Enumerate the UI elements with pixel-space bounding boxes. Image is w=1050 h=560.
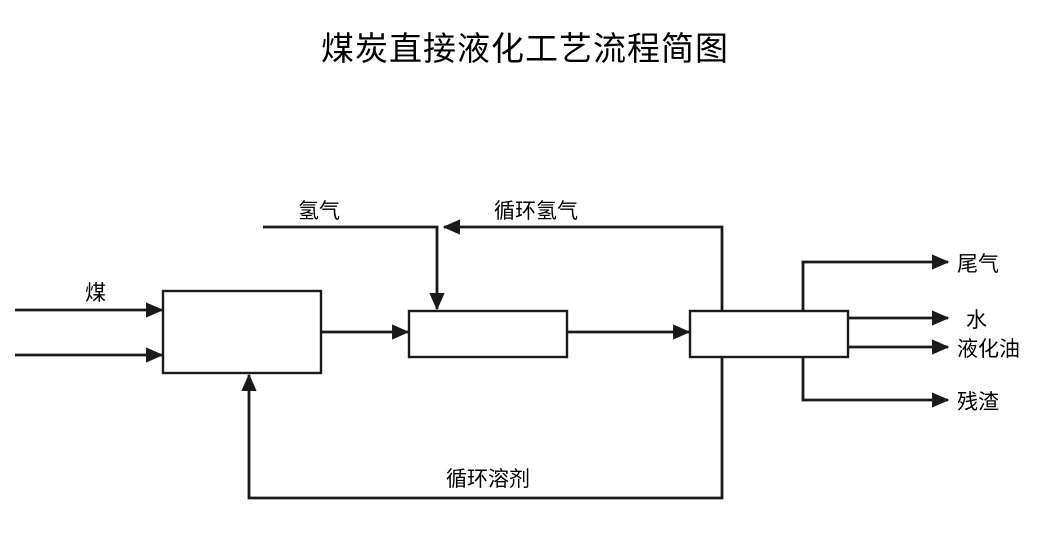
stream-recycle-solvent xyxy=(241,357,724,500)
stream-recycle-hydrogen xyxy=(442,219,724,311)
page-title: 煤炭直接液化工艺流程简图 xyxy=(321,30,729,67)
stream-residue-out xyxy=(801,357,950,408)
unit-box-2 xyxy=(407,309,569,359)
label-liquefied-oil: 液化油 xyxy=(957,338,1020,361)
label-tail-gas: 尾气 xyxy=(957,253,999,276)
label-coal: 煤 xyxy=(85,282,106,305)
label-recycle-solvent: 循环溶剂 xyxy=(446,468,530,491)
label-water: 水 xyxy=(966,309,987,332)
label-hydrogen: 氢气 xyxy=(298,200,340,223)
stream-tail-gas-out xyxy=(801,254,950,311)
unit-box-1 xyxy=(161,289,323,375)
label-residue: 残渣 xyxy=(957,391,999,414)
unit-box-3 xyxy=(688,309,850,359)
stream-hydrogen-feed xyxy=(263,225,445,311)
label-recycle-hydrogen: 循环氢气 xyxy=(494,200,578,223)
